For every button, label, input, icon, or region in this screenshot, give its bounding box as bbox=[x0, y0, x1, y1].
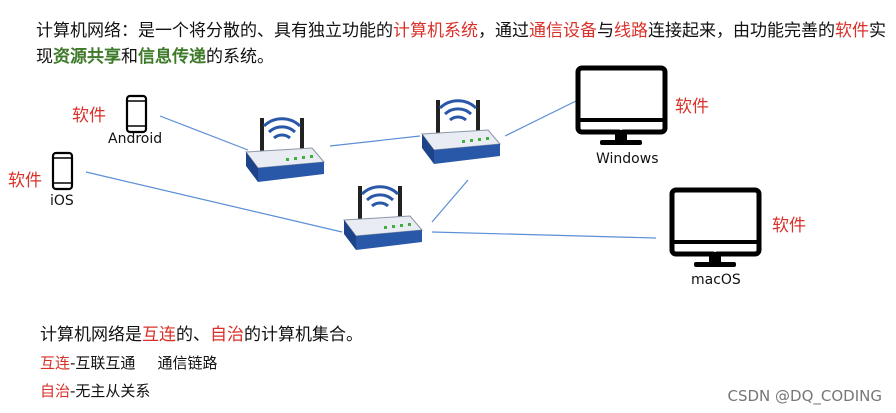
router-2 bbox=[420, 98, 502, 166]
software-label-ios: 软件 bbox=[8, 171, 42, 191]
note-interconnect-desc: -互联互通 bbox=[70, 354, 136, 372]
link-router2-windows bbox=[504, 99, 579, 137]
highlight-software: 软件 bbox=[835, 21, 869, 41]
label-android: Android bbox=[108, 131, 163, 147]
intro-text: 实现 bbox=[36, 21, 886, 67]
intro-text: 和 bbox=[121, 47, 138, 67]
definition-line: 计算机网络是互连的、自治的计算机集合。 bbox=[40, 320, 363, 345]
highlight-autonomous: 自治 bbox=[210, 325, 244, 345]
watermark-text: CSDN @DQ_CODING bbox=[727, 387, 883, 405]
highlight-link: 线路 bbox=[614, 21, 648, 41]
phone-icon-ios bbox=[51, 151, 74, 191]
software-label-windows: 软件 bbox=[675, 97, 709, 117]
definition-text: 计算机网络是 bbox=[40, 325, 142, 345]
intro-text: ，通过 bbox=[478, 21, 529, 41]
note-autonomous-desc: -无主从关系 bbox=[70, 382, 151, 400]
router-3 bbox=[342, 184, 424, 252]
link-router1-router2 bbox=[329, 135, 421, 147]
intro-text: 连接起来，由功能完善的 bbox=[648, 21, 835, 41]
definition-text: 的计算机集合。 bbox=[244, 325, 363, 345]
label-ios: iOS bbox=[50, 193, 74, 209]
note-autonomous-term: 自治 bbox=[40, 382, 71, 400]
highlight-computer-system: 计算机系统 bbox=[393, 21, 478, 41]
monitor-icon-macos bbox=[669, 187, 762, 267]
intro-text: 与 bbox=[597, 21, 614, 41]
phone-icon-android bbox=[125, 94, 148, 134]
note-interconnect-term: 互连 bbox=[40, 354, 71, 372]
link-ios-router3 bbox=[85, 171, 343, 233]
label-macos: macOS bbox=[691, 272, 741, 288]
link-router3-router2 bbox=[431, 179, 469, 223]
link-router3-macos bbox=[431, 231, 657, 239]
highlight-interconnect: 互连 bbox=[142, 325, 176, 345]
intro-text: 计算机网络：是一个将分散的、具有独立功能的 bbox=[36, 21, 393, 41]
highlight-comm-device: 通信设备 bbox=[529, 21, 597, 41]
monitor-icon-windows bbox=[575, 65, 668, 145]
link-android-router1 bbox=[159, 115, 249, 151]
definition-text: 的、 bbox=[176, 325, 210, 345]
intro-paragraph: 计算机网络：是一个将分散的、具有独立功能的计算机系统，通过通信设备与线路连接起来… bbox=[36, 18, 886, 70]
highlight-info-transfer: 信息传递 bbox=[138, 47, 206, 67]
note-interconnect: 互连-互联互通 通信链路 bbox=[40, 352, 217, 373]
note-comm-link: 通信链路 bbox=[157, 354, 218, 372]
router-1 bbox=[244, 116, 326, 184]
label-windows: Windows bbox=[596, 151, 659, 167]
software-label-android: 软件 bbox=[72, 106, 106, 126]
intro-text: 的系统。 bbox=[206, 47, 274, 67]
software-label-macos: 软件 bbox=[772, 216, 806, 236]
highlight-resource-sharing: 资源共享 bbox=[53, 47, 121, 67]
note-autonomous: 自治-无主从关系 bbox=[40, 380, 150, 401]
